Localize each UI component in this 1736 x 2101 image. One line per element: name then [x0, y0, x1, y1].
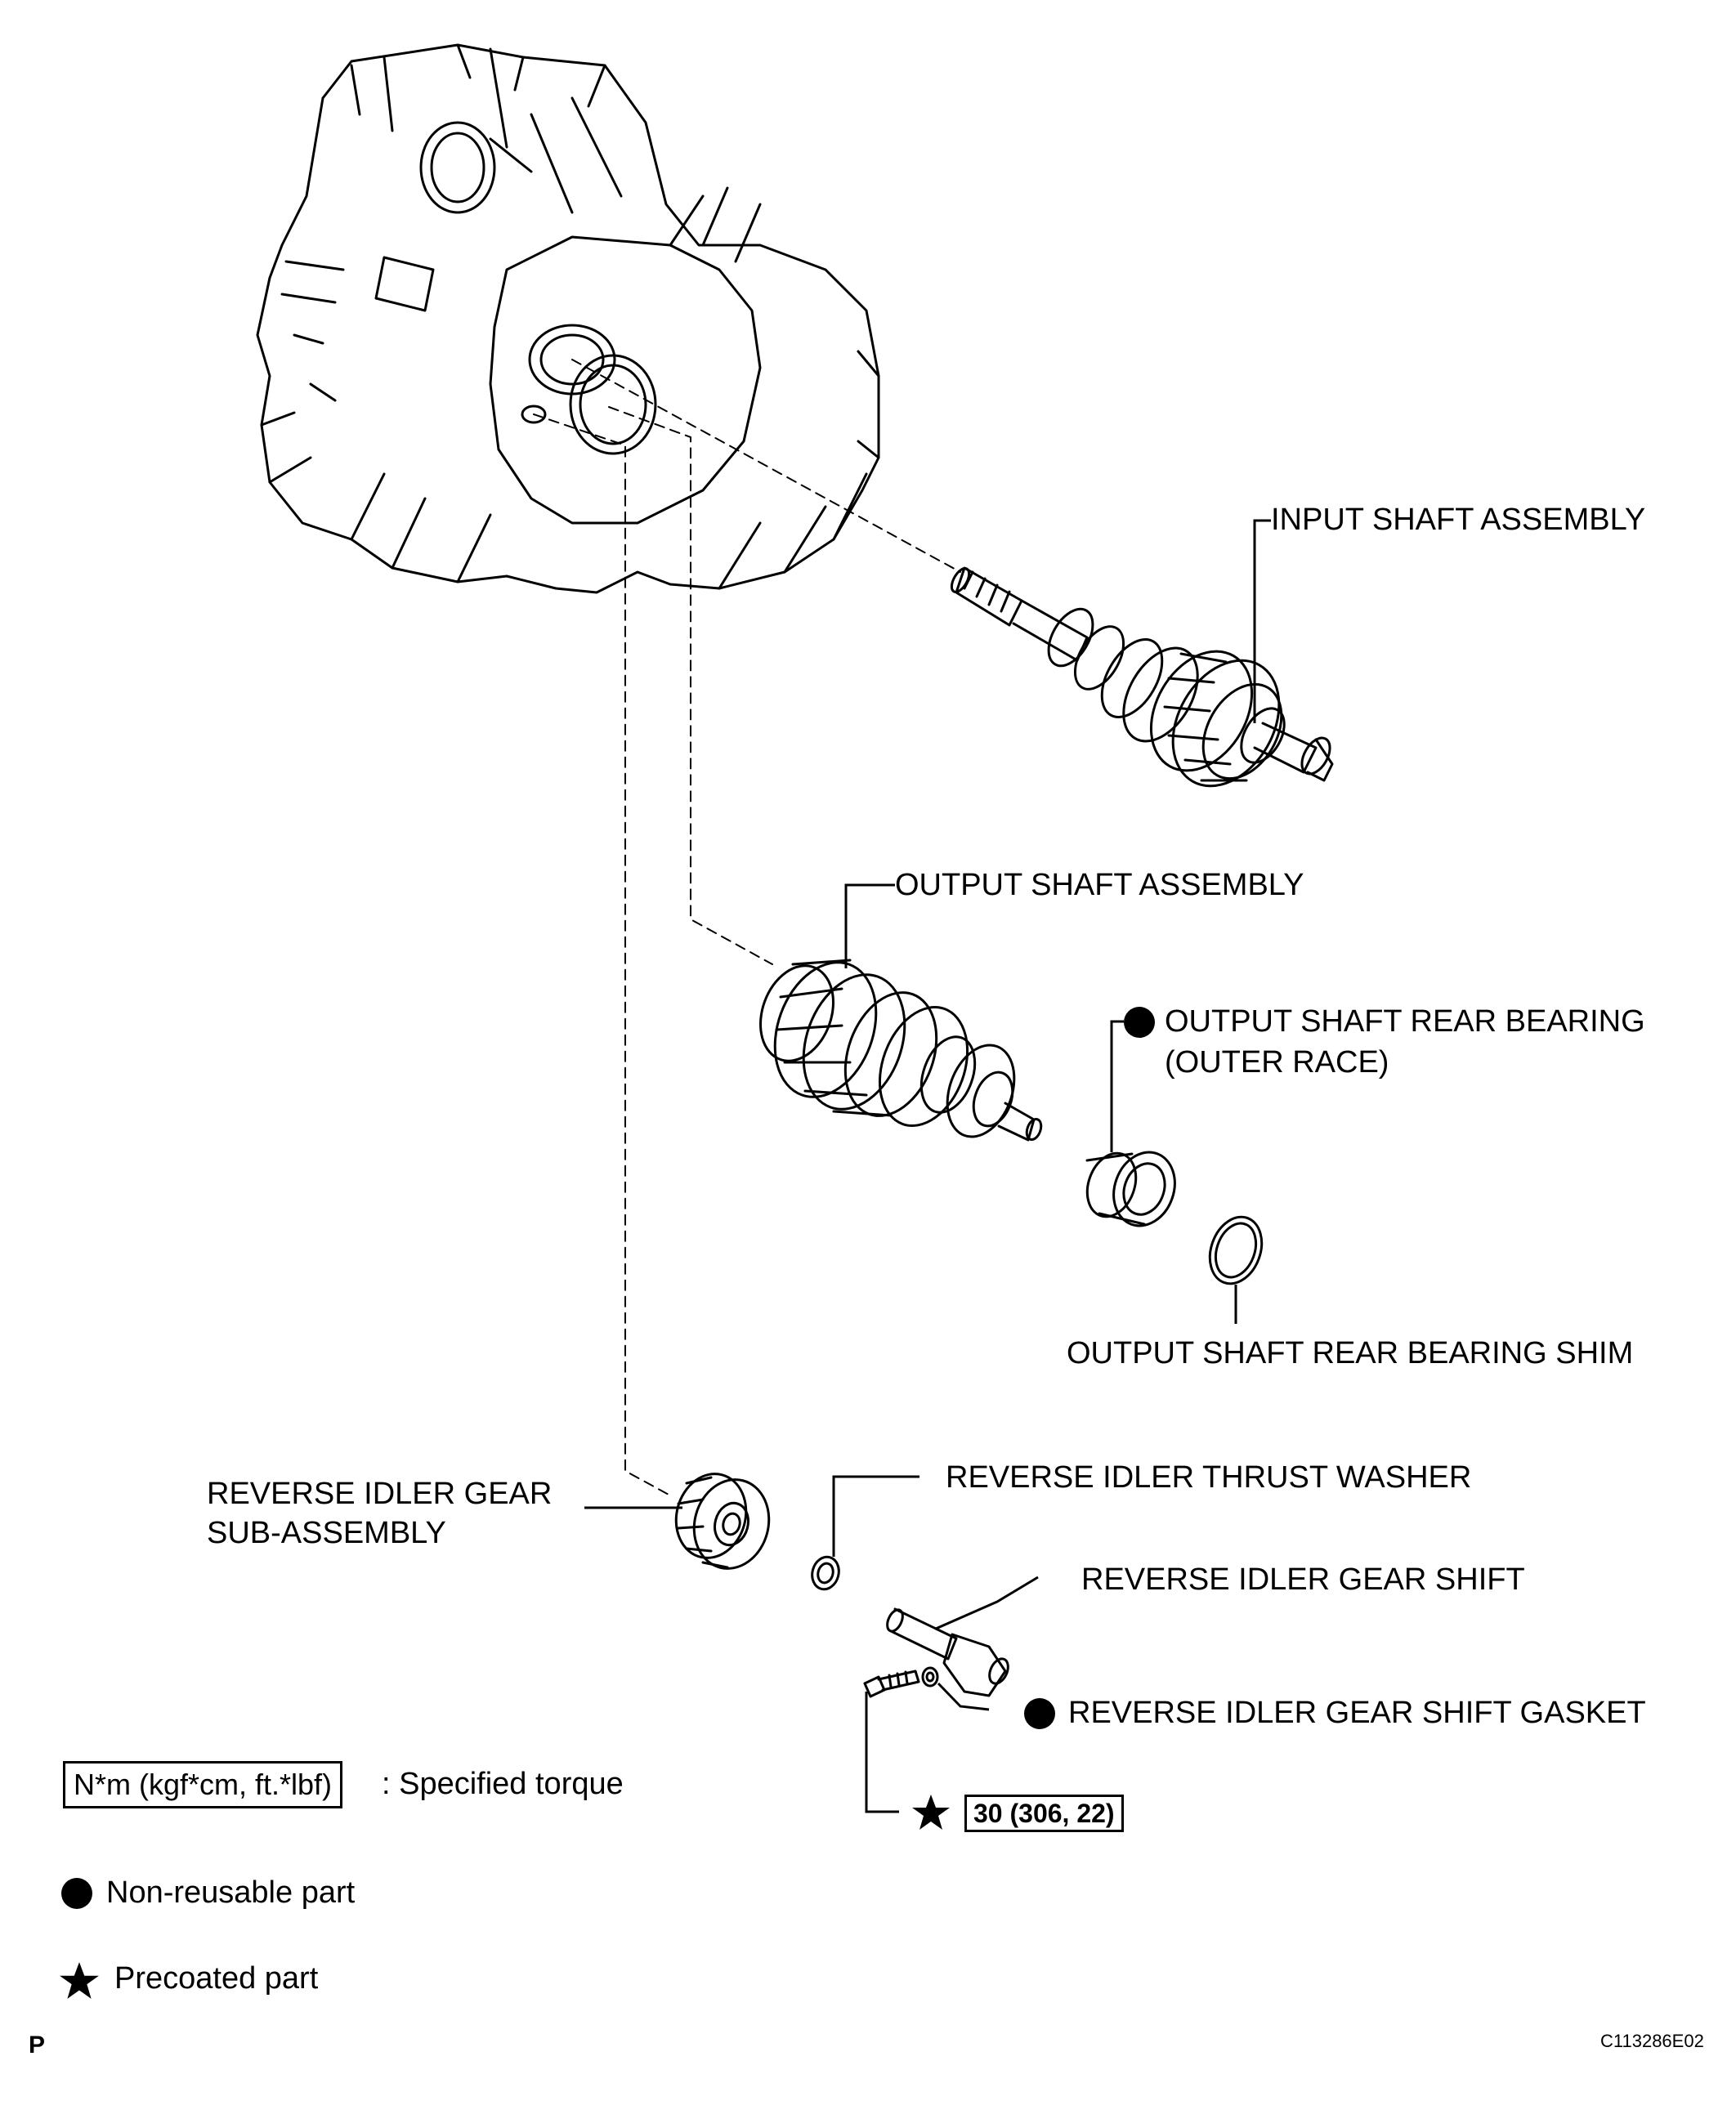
reverse-idler-gear	[674, 1473, 771, 1570]
label-rear-bearing-shim: OUTPUT SHAFT REAR BEARING SHIM	[1067, 1336, 1634, 1370]
bearing-shim	[1208, 1215, 1264, 1285]
label-thrust-washer: REVERSE IDLER THRUST WASHER	[946, 1460, 1472, 1495]
non-reusable-icon	[61, 1878, 92, 1909]
legend-non-reusable: Non-reusable part	[106, 1875, 356, 1910]
input-shaft-assembly	[950, 566, 1334, 788]
precoated-legend-star-icon	[60, 1962, 99, 1999]
figure-code: C113286E02	[1600, 2031, 1704, 2051]
label-rear-bearing-line1: OUTPUT SHAFT REAR BEARING	[1165, 1004, 1645, 1039]
alignment-lines	[533, 359, 961, 1496]
non-reusable-marker-gasket	[1024, 1698, 1055, 1729]
label-gear-shift-gasket: REVERSE IDLER GEAR SHIFT GASKET	[1068, 1696, 1646, 1730]
precoated-star-icon	[912, 1795, 950, 1830]
legend-torque-unit: N*m (kgf*cm, ft.*lbf)	[63, 1761, 343, 1808]
bolt-torque-spec: 30 (306, 22)	[964, 1795, 1124, 1832]
bolt-part	[863, 1670, 920, 1698]
label-rear-bearing-line2: (OUTER RACE)	[1165, 1045, 1389, 1080]
non-reusable-marker-bearing	[1124, 1007, 1155, 1038]
label-reverse-idler-gear-line2: SUB-ASSEMBLY	[207, 1516, 446, 1550]
idler-gear-shaft	[886, 1607, 1009, 1697]
output-shaft-assembly	[759, 959, 1043, 1142]
leader-lines	[584, 519, 1271, 1813]
label-input-shaft-assembly: INPUT SHAFT ASSEMBLY	[1271, 503, 1646, 537]
page-marker: P	[29, 2032, 46, 2059]
label-reverse-idler-gear-line1: REVERSE IDLER GEAR	[207, 1477, 553, 1511]
transaxle-case	[256, 43, 880, 594]
shaft-gasket-part	[921, 1666, 939, 1688]
label-gear-shift: REVERSE IDLER GEAR SHIFT	[1081, 1562, 1525, 1597]
legend-torque-desc: : Specified torque	[382, 1767, 624, 1801]
legend-precoated: Precoated part	[114, 1961, 319, 1996]
label-output-shaft-assembly: OUTPUT SHAFT ASSEMBLY	[895, 868, 1304, 902]
bearing-outer-race	[1085, 1151, 1176, 1227]
thrust-washer	[811, 1555, 840, 1591]
